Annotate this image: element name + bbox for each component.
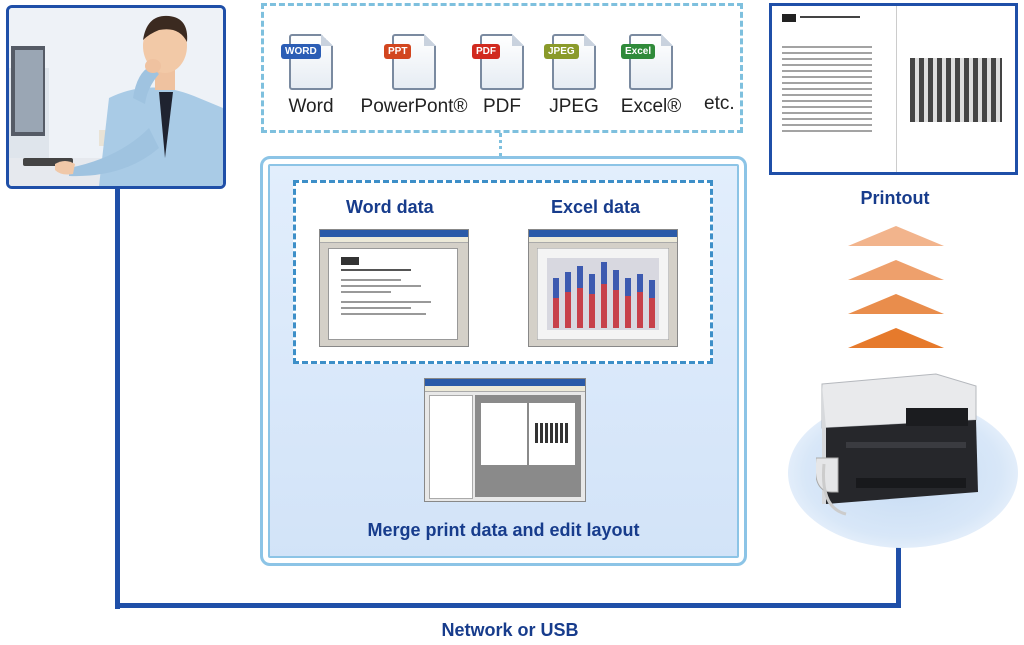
network-line-left: [115, 187, 120, 609]
up-arrow-icon: [848, 294, 944, 314]
excel-doc-icon: Excel: [621, 34, 673, 90]
up-arrow-icon: [848, 260, 944, 280]
word-data-caption: Word data: [346, 197, 434, 217]
format-word: WORD Word: [266, 34, 356, 118]
printout-label: Printout: [860, 188, 930, 208]
format-label-pdf: PDF: [483, 96, 521, 117]
ppt-tag: PPT: [384, 44, 412, 59]
merge-editor-screenshot: [424, 378, 586, 502]
pdf-doc-icon: PDF: [472, 34, 524, 90]
jpeg-tag: JPEG: [544, 44, 579, 59]
word-data-screenshot: [319, 229, 469, 347]
excel-tag: Excel: [621, 44, 656, 59]
powerpoint-doc-icon: PPT: [384, 34, 436, 90]
format-excel: Excel Excel®: [606, 34, 696, 118]
up-arrow-icon: [848, 226, 944, 246]
printout-image: [769, 3, 1018, 175]
excel-data-screenshot: [528, 229, 678, 347]
up-arrow-icon: [848, 328, 944, 348]
format-label-powerpoint: PowerPont®: [360, 96, 468, 117]
jpeg-doc-icon: JPEG: [544, 34, 596, 90]
format-label-jpeg: JPEG: [549, 96, 599, 117]
printer-icon: [814, 368, 984, 516]
format-jpeg: JPEG JPEG: [529, 34, 619, 118]
format-powerpoint: PPT PowerPont®: [359, 34, 469, 118]
dotted-connector: [499, 133, 502, 157]
word-doc-icon: WORD: [281, 34, 333, 90]
network-label: Network or USB: [441, 620, 579, 640]
network-line-bottom: [115, 603, 901, 608]
format-label-excel: Excel®: [620, 96, 682, 117]
file-formats-panel: WORD Word PPT PowerPont® PDF PDF JPEG JP…: [261, 3, 743, 133]
network-line-right: [896, 500, 901, 608]
format-etc: etc.: [704, 93, 735, 114]
excel-data-caption: Excel data: [551, 197, 641, 217]
format-pdf: PDF PDF: [457, 34, 547, 118]
pdf-tag: PDF: [472, 44, 500, 59]
user-photo: [6, 5, 226, 189]
word-tag: WORD: [281, 44, 321, 59]
format-label-word: Word: [288, 96, 334, 117]
merge-caption: Merge print data and edit layout: [367, 520, 640, 540]
data-sources-panel: Word data Excel data: [293, 180, 713, 364]
